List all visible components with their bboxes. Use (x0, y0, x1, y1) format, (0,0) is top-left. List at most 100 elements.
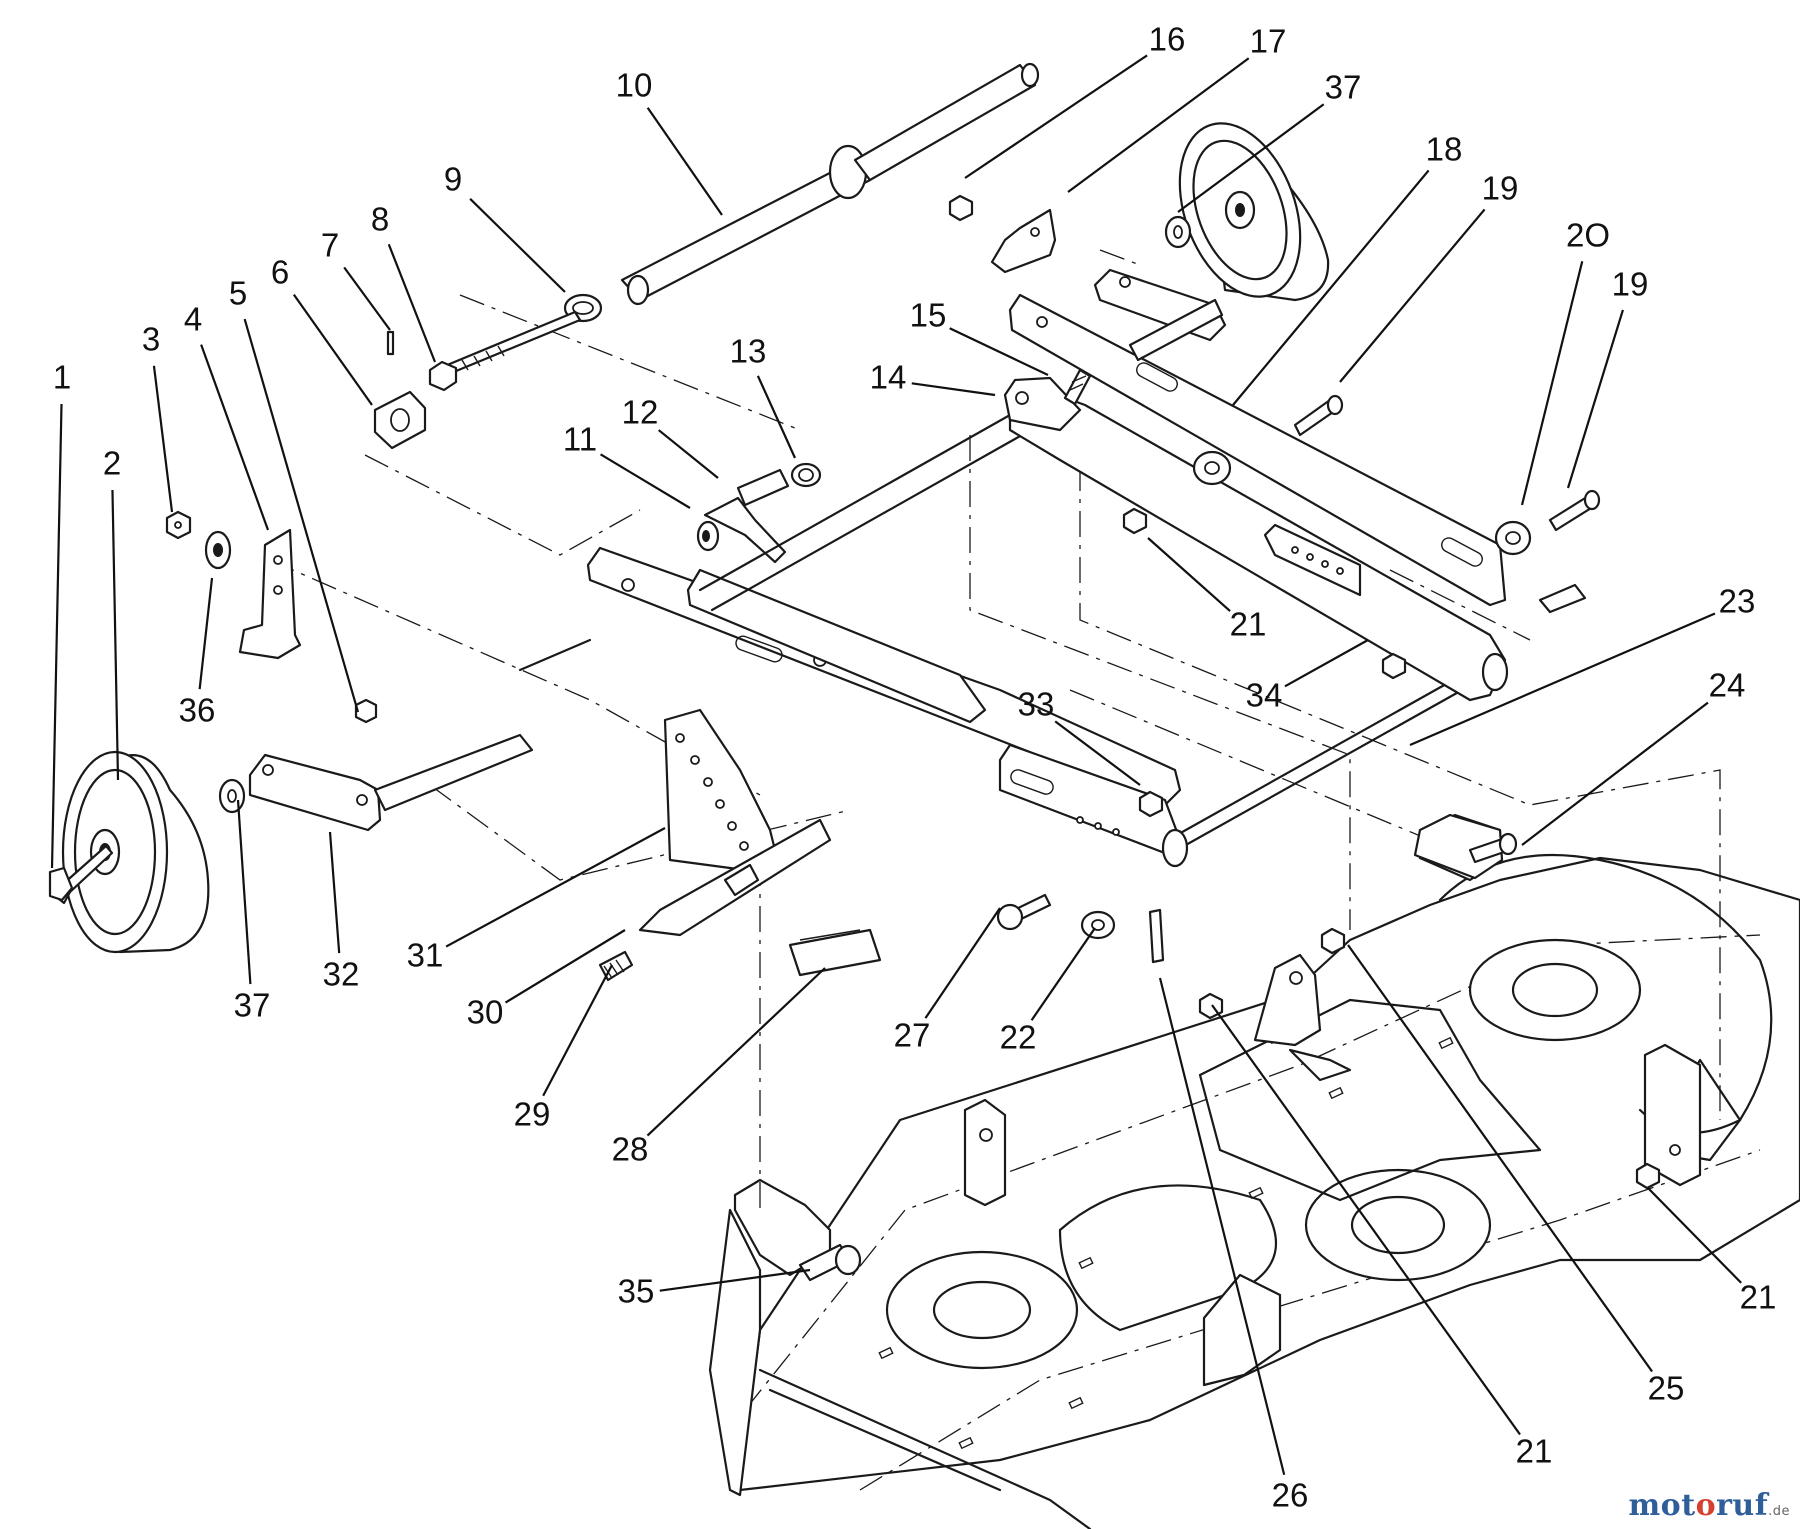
leader-line-c29 (542, 964, 613, 1097)
callout-c35: 35 (618, 1273, 655, 1310)
callout-c36: 36 (179, 692, 216, 729)
right-upper-link-14 (1003, 376, 1082, 432)
callout-c24: 24 (1709, 667, 1746, 704)
nut-16 (948, 194, 974, 222)
mower-deck (708, 854, 1800, 1529)
callout-c6: 6 (271, 254, 289, 291)
nuts-21 (1122, 507, 1661, 1190)
spacers-20 (1192, 450, 1532, 556)
callout-c23: 23 (1719, 583, 1756, 620)
leader-line-c31 (445, 827, 666, 948)
callout-c33: 33 (1018, 686, 1055, 723)
leader-line-c15 (949, 327, 1049, 376)
leader-line-c37b (236, 799, 252, 985)
leader-line-c6 (292, 293, 373, 406)
callout-c31: 31 (407, 937, 444, 974)
leader-line-c35 (659, 1268, 811, 1292)
arm-32 (248, 733, 534, 832)
leader-line-c27 (924, 907, 1001, 1019)
spacer-washer-37-left (218, 778, 246, 814)
leader-lines (50, 54, 1742, 1475)
callout-c21a: 21 (1230, 606, 1267, 643)
callout-c4: 4 (184, 301, 202, 338)
leader-line-c17 (1067, 57, 1250, 193)
nut-33 (1138, 790, 1164, 818)
right-side-plate (1008, 293, 1509, 702)
bolt-35 (798, 1243, 862, 1282)
nut-3 (165, 510, 192, 540)
callout-c25: 25 (1648, 1370, 1685, 1407)
bolt-27 (996, 893, 1052, 931)
leader-line-c22 (1030, 927, 1096, 1021)
leader-line-c12 (657, 429, 719, 479)
leader-line-c18 (1232, 169, 1430, 406)
collar-6 (373, 390, 427, 450)
watermark-part-a: mot (1628, 1488, 1696, 1523)
pin-7 (386, 330, 395, 356)
callout-c34: 34 (1246, 677, 1283, 714)
callout-c29: 29 (514, 1096, 551, 1133)
callout-c26: 26 (1272, 1477, 1309, 1514)
callout-c37a: 37 (1325, 69, 1362, 106)
callout-c27: 27 (894, 1017, 931, 1054)
callout-c17: 17 (1250, 23, 1287, 60)
leader-line-c33 (1054, 720, 1141, 786)
bracket-24 (1413, 813, 1518, 880)
leader-line-c21b (1647, 1187, 1742, 1284)
bolts-19 (1293, 394, 1601, 532)
callout-c2: 2 (103, 445, 121, 482)
callout-c8: 8 (371, 201, 389, 238)
leader-line-c23 (1409, 612, 1716, 747)
leader-line-c4 (200, 344, 270, 531)
callout-c16: 16 (1149, 21, 1186, 58)
leader-line-c13 (756, 375, 797, 459)
left-side-plate (586, 546, 1182, 857)
washer-37-right (1164, 215, 1192, 249)
decal-28 (788, 928, 882, 977)
callout-c37b: 37 (234, 987, 271, 1024)
rear-wheel-right (1178, 122, 1330, 302)
leader-line-c5 (243, 318, 360, 713)
callout-c21b: 21 (1740, 1279, 1777, 1316)
pivot-bracket-12 (696, 462, 822, 564)
axle-tube-10 (620, 62, 1040, 306)
callout-c14: 14 (870, 359, 907, 396)
callout-c19a: 19 (1482, 170, 1519, 207)
callout-c3: 3 (142, 321, 160, 358)
leader-line-c3 (152, 365, 174, 513)
leader-line-c8 (387, 243, 437, 363)
leader-line-c19b (1566, 309, 1624, 489)
bracket-17 (990, 208, 1057, 274)
callout-c19b: 19 (1612, 266, 1649, 303)
leader-line-c2 (111, 489, 120, 781)
rear-axle-bracket (1093, 268, 1227, 362)
leader-line-c21c (1211, 1004, 1521, 1436)
callout-c10: 10 (616, 67, 653, 104)
leader-line-c10 (646, 107, 723, 216)
callout-c28: 28 (612, 1131, 649, 1168)
callout-c13: 13 (730, 333, 767, 370)
leader-line-c26 (1158, 977, 1286, 1475)
leader-line-c25 (1347, 944, 1653, 1373)
watermark-logo: motoruf.de (1628, 1488, 1790, 1523)
cross-rods (518, 413, 1482, 868)
leader-line-c37a (1177, 103, 1325, 213)
carriage-bolt-23 (1538, 583, 1587, 614)
callout-c11: 11 (563, 421, 597, 458)
callout-c32: 32 (323, 956, 360, 993)
callout-c12: 12 (622, 394, 659, 431)
leader-line-c20 (1520, 261, 1584, 506)
washer-36 (204, 530, 232, 570)
leader-line-c32 (328, 831, 341, 954)
left-wheel (61, 750, 210, 954)
callout-c22: 22 (1000, 1019, 1037, 1056)
eyebolt-9 (438, 293, 603, 378)
watermark-part-c: ruf (1716, 1488, 1769, 1523)
callout-c21c: 21 (1516, 1433, 1553, 1470)
leader-line-c19a (1339, 208, 1486, 383)
callout-c20: 2O (1566, 217, 1610, 254)
bracket-4 (238, 528, 302, 660)
nut-5 (354, 698, 378, 724)
callout-c5: 5 (229, 275, 247, 312)
